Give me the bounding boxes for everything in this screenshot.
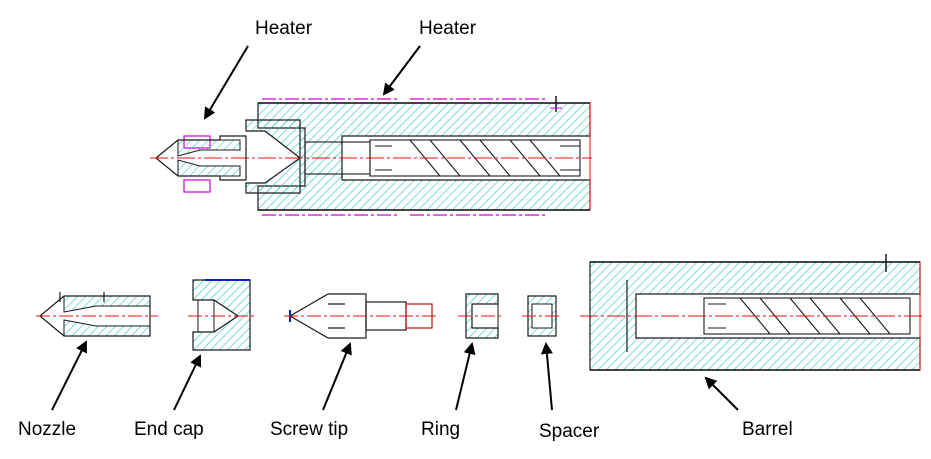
arrow-end-cap bbox=[173, 354, 202, 411]
arrow-barrel bbox=[704, 376, 739, 411]
nozzle-part bbox=[36, 292, 158, 337]
label-heater-left: Heater bbox=[255, 18, 313, 39]
screw-tip-part bbox=[284, 293, 436, 339]
arrow-heater-left bbox=[203, 45, 249, 120]
arrow-heater-right bbox=[382, 45, 421, 96]
arrow-nozzle bbox=[51, 340, 87, 411]
label-barrel: Barrel bbox=[742, 419, 793, 440]
label-heater-right: Heater bbox=[419, 18, 477, 39]
label-nozzle: Nozzle bbox=[18, 419, 77, 440]
end-cap-assembled bbox=[245, 119, 306, 194]
arrow-spacer bbox=[540, 342, 553, 411]
label-end-cap: End cap bbox=[134, 419, 204, 440]
label-spacer: Spacer bbox=[539, 421, 600, 442]
assembled-view bbox=[150, 96, 592, 216]
arrow-ring bbox=[455, 342, 476, 411]
arrow-screw-tip bbox=[322, 342, 352, 411]
barrel-assembled bbox=[257, 96, 591, 211]
barrel-part bbox=[580, 254, 924, 371]
spacer-part bbox=[522, 295, 562, 337]
heater-band-barrel bbox=[262, 98, 548, 216]
label-ring: Ring bbox=[421, 419, 461, 440]
end-cap-part bbox=[188, 279, 256, 351]
ring-part bbox=[458, 293, 504, 339]
label-screw-tip: Screw tip bbox=[270, 419, 349, 440]
